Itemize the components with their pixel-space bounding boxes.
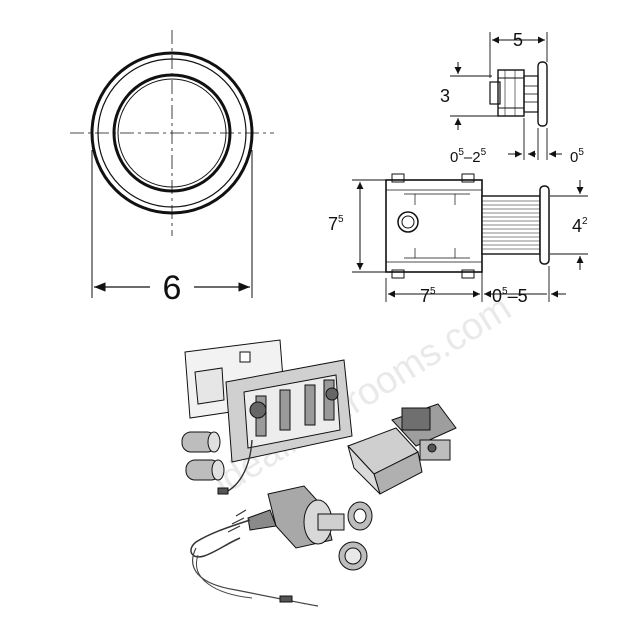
large-body-width-label: 75 <box>420 286 436 306</box>
kit-illustration <box>181 339 457 607</box>
small-plate-label: 05 <box>570 147 584 166</box>
sleeve-ribs <box>482 200 540 250</box>
large-button-diameter-label: 42 <box>572 216 588 236</box>
batteries <box>181 431 225 481</box>
pneumatic-actuator <box>247 485 345 549</box>
large-height-label: 75 <box>328 214 344 234</box>
side-view-large <box>352 173 588 302</box>
control-box <box>347 403 457 495</box>
small-width-label: 5 <box>513 30 523 50</box>
small-height-label: 3 <box>440 86 450 106</box>
small-gap-range-label: 05–25 <box>450 147 487 166</box>
front-view: 6 <box>70 30 274 307</box>
large-extension-range-label: 05–5 <box>492 286 528 306</box>
side-view-small <box>450 32 562 160</box>
diameter-label: 6 <box>163 269 182 307</box>
